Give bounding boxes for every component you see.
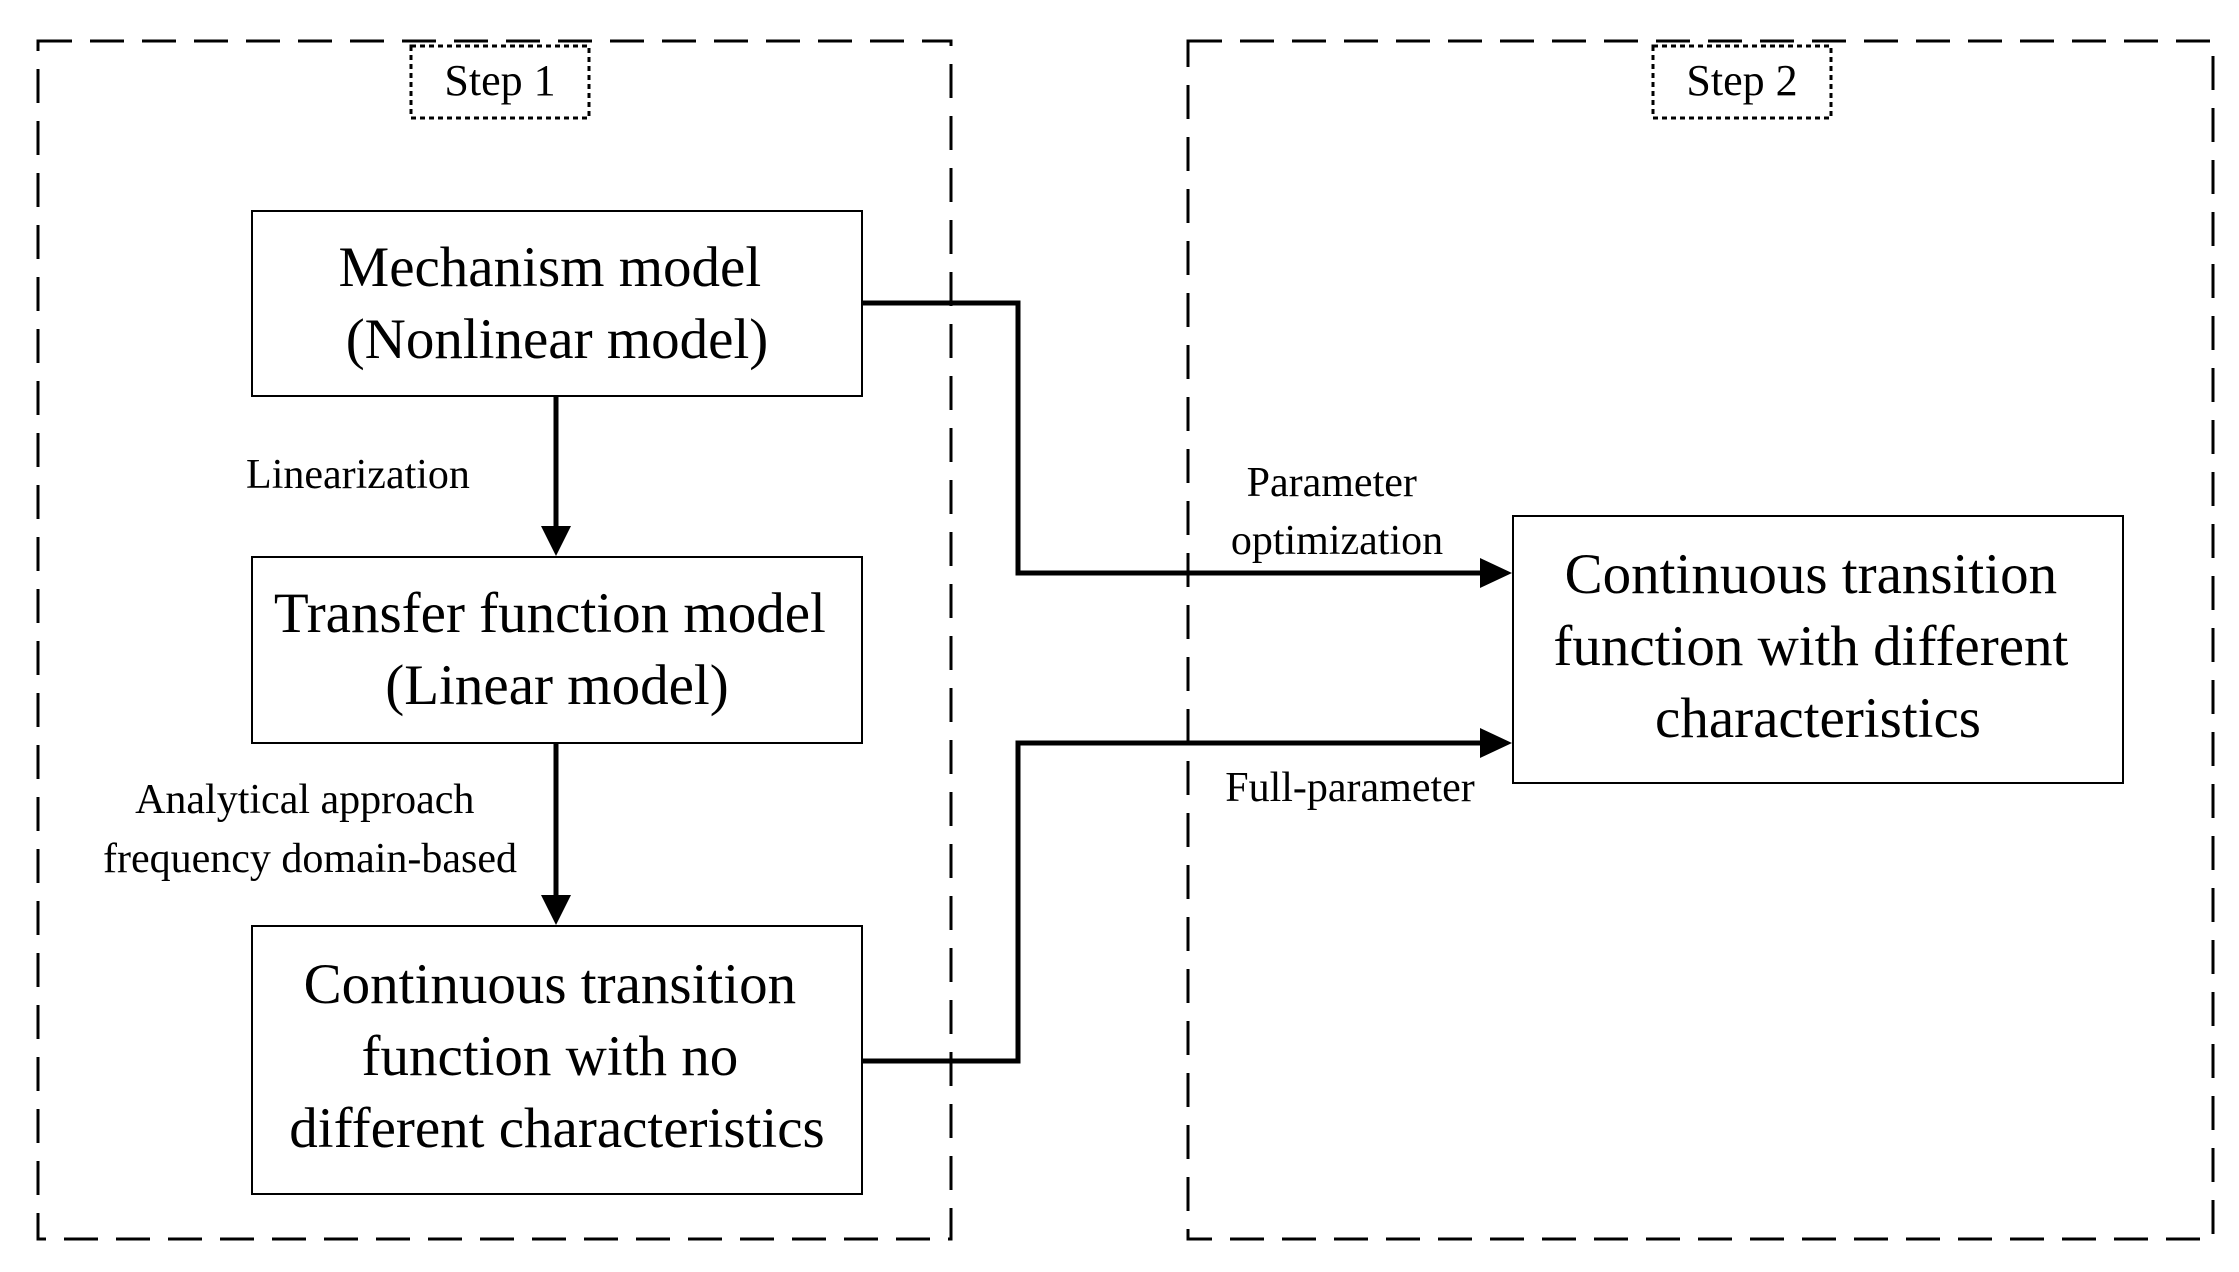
- full-parameter-label: Full-parameter: [1225, 765, 1475, 811]
- step-2-tag: Step 2: [1651, 44, 1833, 120]
- mechanism-model-line-1: Mechanism model: [339, 236, 762, 299]
- transfer-function-box: [251, 556, 863, 744]
- linearization-arrow-head: [541, 526, 571, 556]
- continuous-diff-line-3: characteristics: [1655, 687, 1981, 750]
- transfer-function-text: Transfer function model (Linear model): [274, 582, 840, 717]
- analytical-label-line-2: frequency domain-based: [103, 836, 517, 882]
- transfer-function-line-1: Transfer function model: [274, 582, 826, 645]
- full-parameter-label-line-1: Full-parameter: [1225, 765, 1475, 811]
- mechanism-model-box: [251, 210, 863, 397]
- mechanism-model-text: Mechanism model (Nonlinear model): [339, 236, 776, 371]
- step-2-label: Step 2: [1686, 56, 1797, 105]
- parameter-optimization-label: Parameter optimization: [1231, 460, 1443, 564]
- linearization-label: Linearization: [246, 452, 470, 498]
- parameter-optimization-arrow-head: [1480, 558, 1512, 588]
- transfer-function-node: Transfer function model (Linear model): [251, 556, 863, 744]
- step-1-label: Step 1: [444, 56, 555, 105]
- continuous-no-diff-line-1: Continuous transition: [304, 953, 796, 1016]
- mechanism-model-node: Mechanism model (Nonlinear model): [251, 210, 863, 397]
- continuous-no-diff-line-3: different characteristics: [289, 1097, 824, 1160]
- continuous-diff-line-1: Continuous transition: [1565, 543, 2057, 606]
- linearization-label-line-1: Linearization: [246, 452, 470, 498]
- step-2-tag-box: [1651, 44, 1833, 120]
- step-1-tag-box: [409, 44, 591, 120]
- continuous-diff-node: Continuous transition function with diff…: [1512, 515, 2124, 784]
- analytical-label: Analytical approach frequency domain-bas…: [103, 777, 517, 882]
- analytical-label-line-1: Analytical approach: [135, 777, 474, 823]
- continuous-no-diff-text: Continuous transition function with no d…: [289, 953, 824, 1160]
- continuous-no-diff-node: Continuous transition function with no d…: [251, 925, 863, 1195]
- parameter-optimization-label-line-2: optimization: [1231, 518, 1443, 564]
- transfer-function-line-2: (Linear model): [385, 654, 728, 717]
- parameter-optimization-label-line-1: Parameter: [1247, 460, 1417, 506]
- continuous-diff-text: Continuous transition function with diff…: [1553, 543, 2082, 750]
- mechanism-model-line-2: (Nonlinear model): [346, 308, 769, 371]
- full-parameter-arrow-head: [1480, 728, 1512, 758]
- continuous-diff-line-2: function with different: [1553, 615, 2068, 678]
- continuous-no-diff-line-2: function with no: [361, 1025, 738, 1088]
- step-1-tag: Step 1: [409, 44, 591, 120]
- analytical-arrow-head: [541, 895, 571, 925]
- continuous-diff-box: [1512, 515, 2124, 784]
- parameter-optimization-arrow-line: [862, 300, 1482, 576]
- step-2-frame: [1186, 39, 2215, 1241]
- continuous-no-diff-box: [251, 925, 863, 1195]
- step-1-frame: [36, 39, 953, 1241]
- full-parameter-arrow-line: [862, 740, 1482, 1064]
